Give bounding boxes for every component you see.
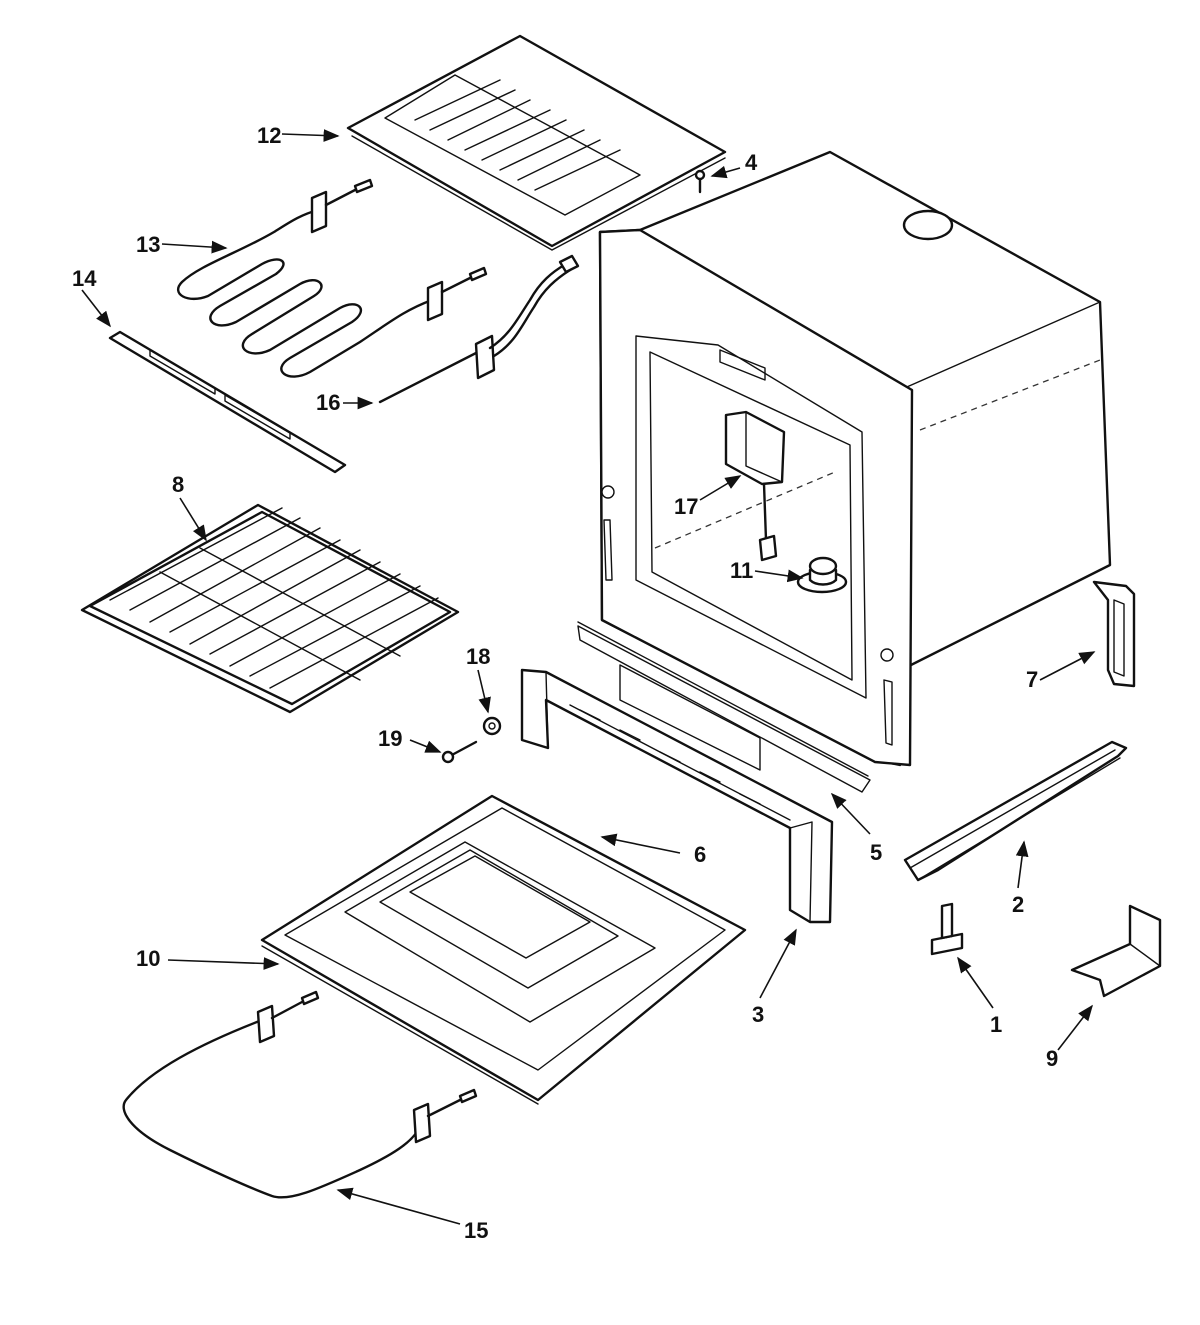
part-9-corner-bracket bbox=[1070, 904, 1162, 998]
part-13-broil-element bbox=[177, 178, 488, 378]
callout-17: 17 bbox=[674, 494, 698, 519]
part-3-bottom-front-frame bbox=[520, 668, 834, 924]
part-2-rail bbox=[903, 740, 1128, 882]
callout-12: 12 bbox=[257, 123, 281, 148]
part-14-rack-support bbox=[108, 330, 347, 474]
callout-15: 15 bbox=[464, 1218, 488, 1243]
part-19-screw bbox=[441, 740, 478, 764]
part-18-grommet bbox=[482, 716, 502, 736]
part-5-front-frame bbox=[577, 621, 869, 777]
callout-19: 19 bbox=[378, 726, 402, 751]
part-12-top-panel bbox=[346, 34, 727, 251]
callout-9: 9 bbox=[1046, 1046, 1058, 1071]
part-6-oven-bottom bbox=[260, 794, 747, 1102]
part-4-screw bbox=[694, 169, 706, 194]
part-15-bake-element bbox=[122, 990, 478, 1199]
callout-13: 13 bbox=[136, 232, 160, 257]
part-10-bottom-trim bbox=[261, 945, 539, 1105]
part-8-oven-rack bbox=[80, 503, 460, 714]
callout-16: 16 bbox=[316, 390, 340, 415]
callout-2: 2 bbox=[1012, 892, 1024, 917]
part-17-oven-light bbox=[724, 410, 786, 562]
leader-lines bbox=[81, 129, 1096, 1225]
callout-11: 11 bbox=[730, 558, 753, 583]
part-1-leveling-leg bbox=[930, 902, 964, 956]
callout-8: 8 bbox=[172, 472, 184, 497]
callout-5: 5 bbox=[870, 840, 882, 865]
oven-cavity bbox=[577, 150, 1112, 793]
callout-7: 7 bbox=[1026, 667, 1038, 692]
callout-10: 10 bbox=[136, 946, 160, 971]
callout-4: 4 bbox=[745, 150, 758, 175]
callout-3: 3 bbox=[752, 1002, 764, 1027]
part-7-side-bracket bbox=[1092, 580, 1136, 688]
part-11-vent-assembly bbox=[796, 556, 848, 594]
callout-1: 1 bbox=[990, 1012, 1002, 1037]
callout-labels: 12 4 13 14 16 8 17 11 18 19 7 5 6 2 3 10… bbox=[72, 123, 1058, 1243]
callout-6: 6 bbox=[694, 842, 706, 867]
callout-14: 14 bbox=[72, 266, 97, 291]
callout-18: 18 bbox=[466, 644, 490, 669]
part-16-oven-sensor bbox=[378, 254, 580, 404]
